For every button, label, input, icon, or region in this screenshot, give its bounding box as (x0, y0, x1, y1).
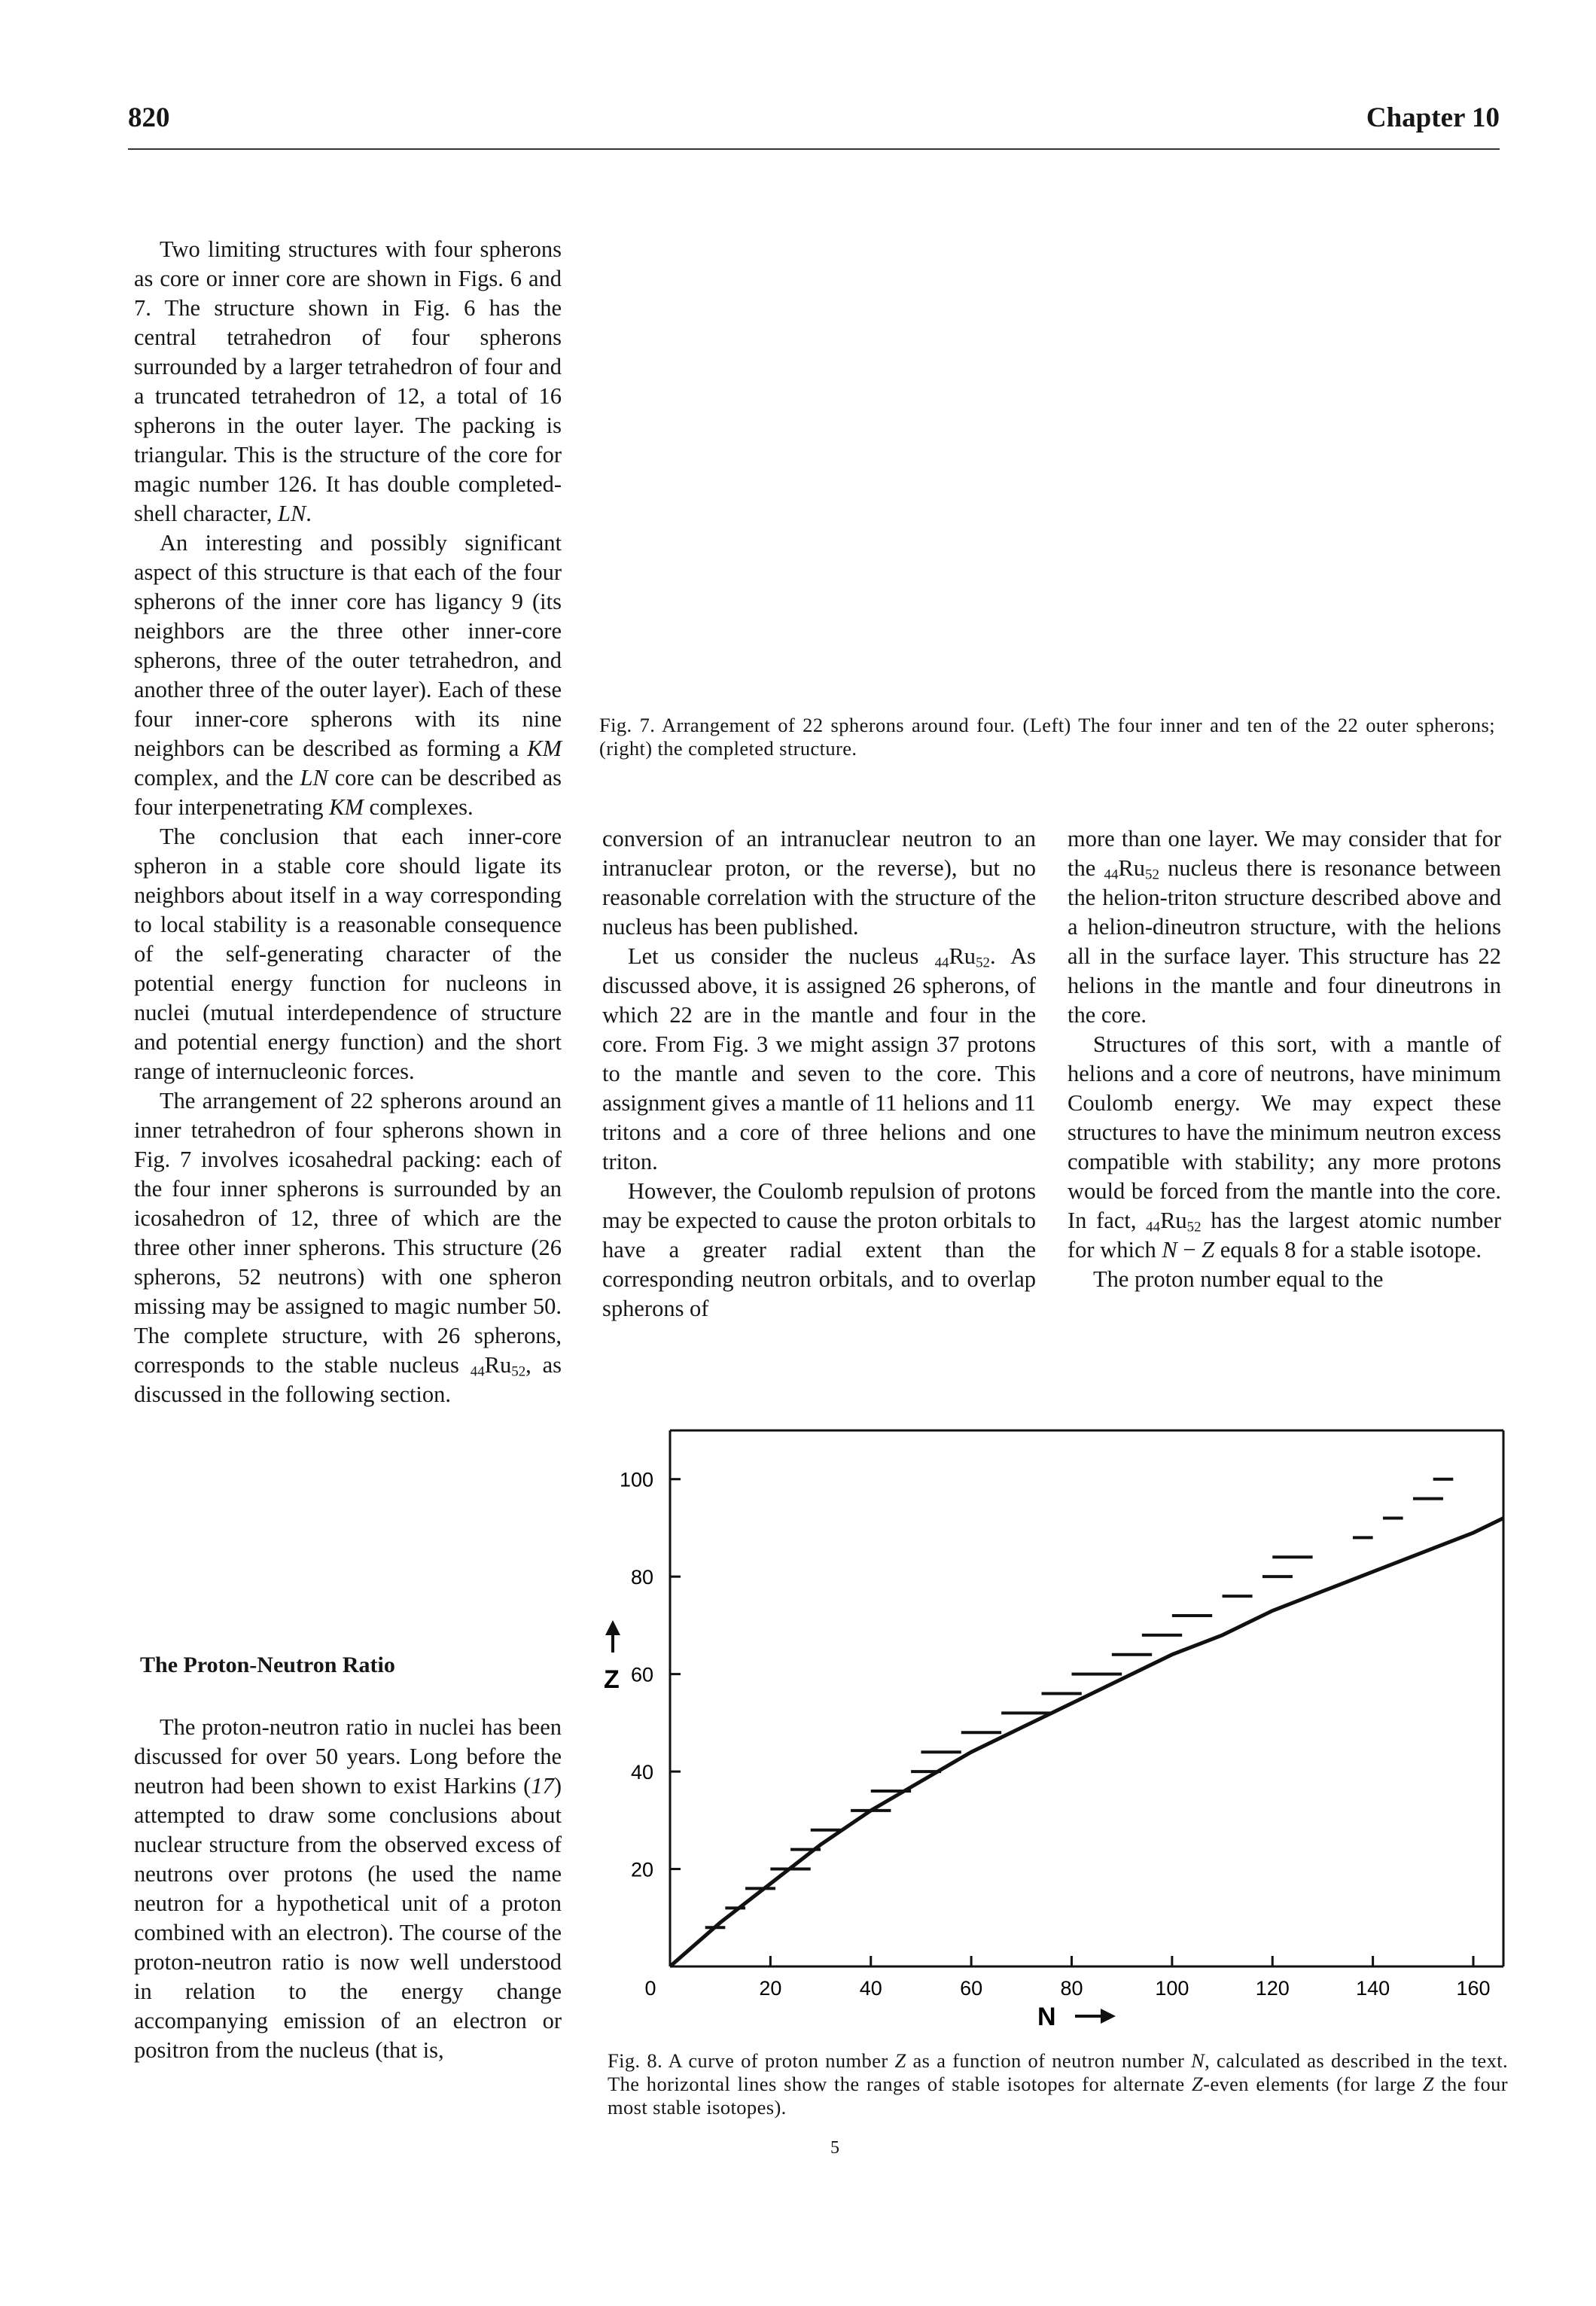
page-footer-mark: 5 (830, 2138, 839, 2158)
stable-isotope-ranges (705, 1477, 1454, 1930)
y-tick-label: 60 (631, 1664, 653, 1686)
x-tick-label: 120 (1256, 1977, 1290, 2000)
left-column-section: The proton-neutron ratio in nuclei has b… (134, 1713, 562, 2065)
y-tick-label: 100 (620, 1469, 653, 1491)
middle-column: conversion of an intranuclear neutron to… (602, 824, 1036, 1324)
page-number: 820 (128, 102, 170, 133)
x-tick-label: 80 (1060, 1977, 1083, 2000)
y-axis-ticks: 20 40 60 80 100 (620, 1469, 681, 1881)
x-axis-label: N (1037, 2003, 1056, 2031)
header-rule (128, 148, 1500, 150)
x-axis-ticks: 0 20 40 60 80 100 120 140 160 (644, 1956, 1491, 2000)
x-tick-label: 0 (644, 1977, 656, 2000)
x-tick-label: 160 (1456, 1977, 1490, 2000)
paragraph: The conclusion that each inner-core sphe… (134, 824, 562, 1084)
y-axis-label-group: Z (604, 1620, 620, 1694)
y-axis-label: Z (604, 1665, 620, 1694)
paragraph: However, the Coulomb repulsion of proton… (602, 1178, 1036, 1321)
left-column: Two limiting structures with four sphero… (134, 235, 562, 1409)
paragraph: The proton-neutron ratio in nuclei has b… (134, 1714, 562, 2063)
x-axis-arrowhead (1101, 2009, 1116, 2024)
paragraph: more than one layer. We may consider tha… (1068, 826, 1501, 1028)
x-tick-label: 60 (960, 1977, 982, 2000)
z-vs-n-curve (669, 1516, 1505, 1968)
figure-7-caption: Fig. 7. Arrangement of 22 spherons aroun… (599, 714, 1495, 760)
x-tick-label: 20 (759, 1977, 781, 2000)
y-axis-arrowhead (605, 1620, 620, 1635)
paragraph: conversion of an intranuclear neutron to… (602, 826, 1036, 940)
paragraph: An interesting and possibly significant … (134, 530, 562, 820)
x-tick-label: 140 (1356, 1977, 1390, 2000)
paragraph: Let us consider the nucleus 44Ru52. As d… (602, 943, 1037, 1174)
y-tick-label: 20 (631, 1859, 653, 1881)
paragraph: The proton number equal to the (1093, 1266, 1384, 1292)
right-column: more than one layer. We may consider tha… (1068, 824, 1501, 1294)
section-title: The Proton-Neutron Ratio (140, 1653, 395, 1677)
plot-frame-lines (669, 1429, 1505, 1968)
x-tick-label: 40 (860, 1977, 882, 2000)
y-tick-label: 40 (631, 1761, 653, 1784)
x-tick-label: 100 (1155, 1977, 1189, 2000)
paragraph: Two limiting structures with four sphero… (134, 236, 562, 526)
chapter-heading: Chapter 10 (1366, 102, 1500, 133)
paragraph: Structures of this sort, with a mantle o… (1068, 1031, 1501, 1263)
paragraph: The arrangement of 22 spherons around an… (134, 1088, 562, 1407)
y-tick-label: 80 (631, 1566, 653, 1589)
figure-8-caption: Fig. 8. A curve of proton number Z as a … (608, 2049, 1509, 2119)
figure-8-chart: 20 40 60 80 100 0 20 40 60 80 100 120 140 160 Z N (604, 1429, 1505, 2031)
x-axis-label-group: N (1037, 2003, 1116, 2031)
